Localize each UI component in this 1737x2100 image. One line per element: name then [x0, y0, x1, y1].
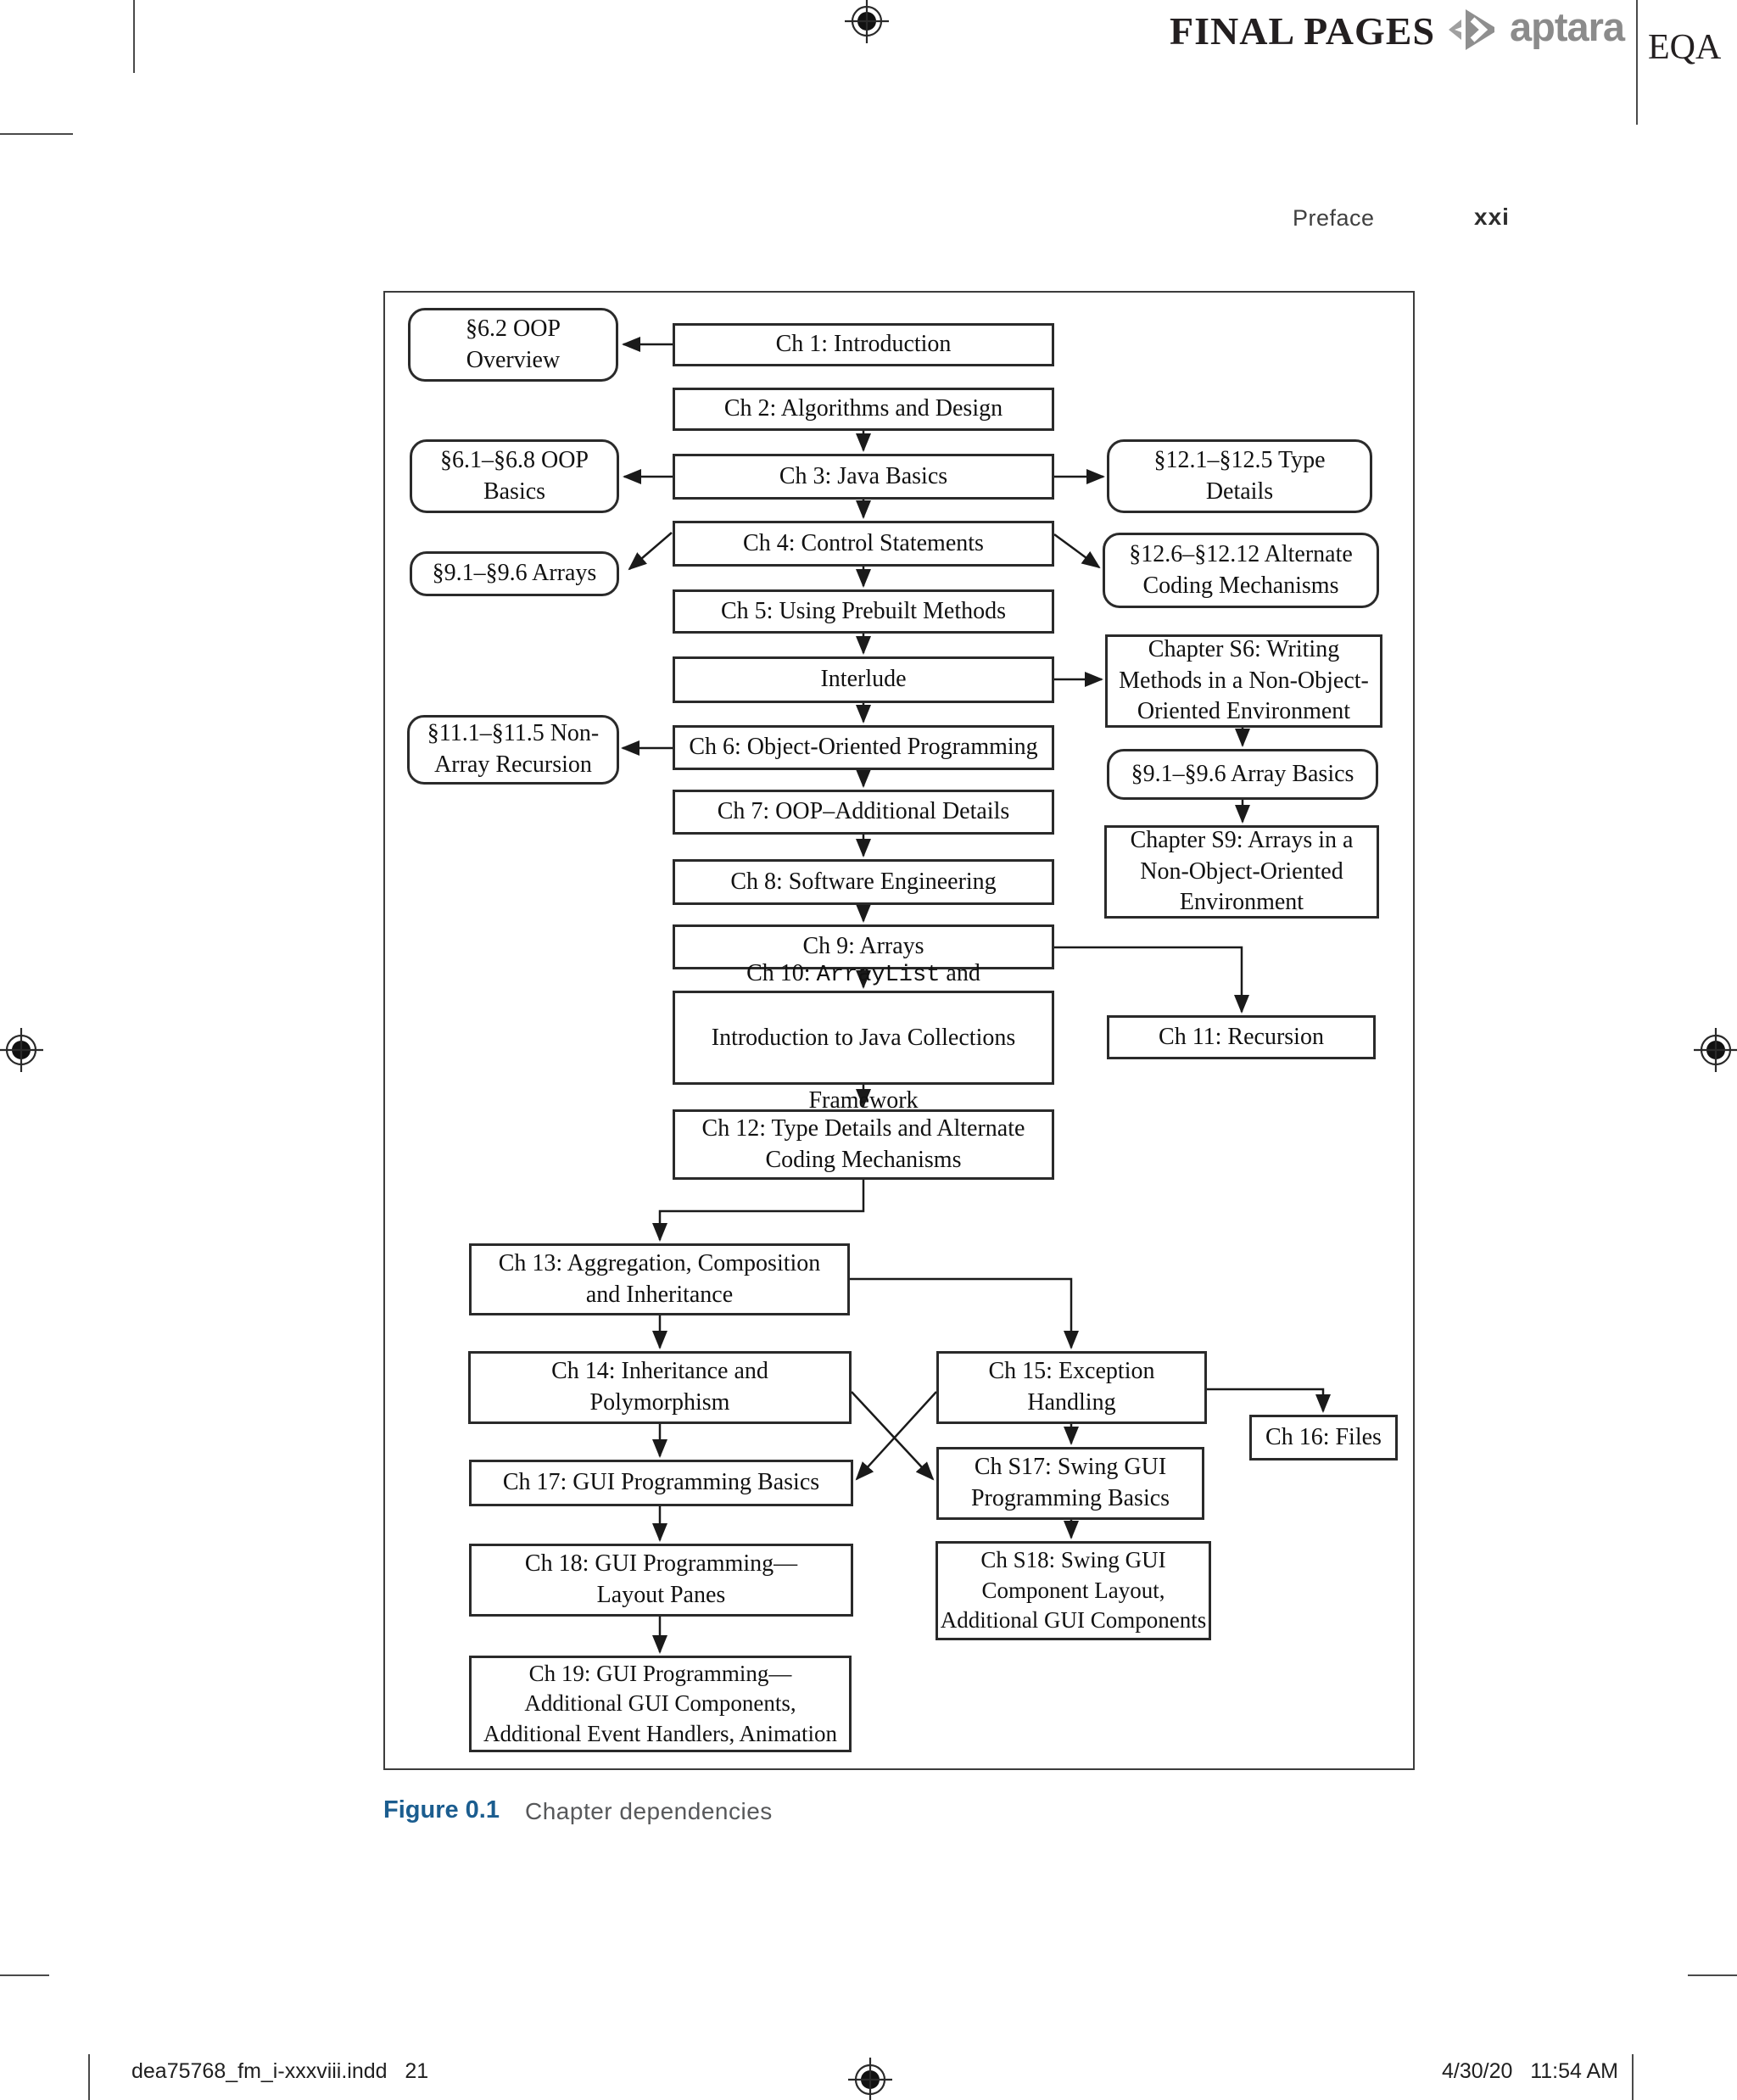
ch10-suffix: and: [940, 960, 980, 987]
box-label: Ch 15: Exception Handling: [988, 1358, 1155, 1416]
box-label: Interlude: [820, 666, 907, 693]
diagram-box-ch16: Ch 16: Files: [1249, 1415, 1398, 1461]
ch10-line2: Introduction to Java Collections: [711, 1024, 1016, 1051]
box-label: Ch 2: Algorithms and Design: [723, 395, 1003, 422]
diagram-box-s91-96-array-basics: §9.1–§9.6 Array Basics: [1107, 749, 1378, 800]
diagram-box-ch2: Ch 2: Algorithms and Design: [673, 388, 1054, 431]
box-label: Ch 17: GUI Programming Basics: [502, 1469, 820, 1496]
box-label: Ch 3: Java Basics: [779, 462, 948, 489]
diagram-box-ch17: Ch 17: GUI Programming Basics: [469, 1460, 853, 1506]
diagram-box-ch4: Ch 4: Control Statements: [673, 521, 1054, 567]
diagram-box-ch19: Ch 19: GUI Programming— Additional GUI C…: [469, 1656, 852, 1752]
running-head-section: Preface: [1293, 205, 1375, 231]
diagram-box-s62-oop-overview: §6.2 OOP Overview: [408, 308, 618, 382]
diagram-box-ch1: Ch 1: Introduction: [673, 323, 1054, 366]
diagram-box-ch15: Ch 15: Exception Handling: [936, 1351, 1207, 1424]
box-label: §9.1–§9.6 Arrays: [432, 560, 597, 587]
box-label: Ch S17: Swing GUI Programming Basics: [970, 1454, 1170, 1511]
box-label: Ch 19: GUI Programming— Additional GUI C…: [483, 1660, 837, 1746]
eqa-label: EQA: [1648, 28, 1722, 67]
diagram-box-ch5: Ch 5: Using Prebuilt Methods: [673, 589, 1054, 634]
footer-filename: dea75768_fm_i-xxxviii.indd 21: [131, 2059, 429, 2083]
box-label: Ch 7: OOP–Additional Details: [717, 798, 1010, 825]
box-label: Ch 6: Object-Oriented Programming: [689, 734, 1038, 761]
diagram-box-ch14: Ch 14: Inheritance and Polymorphism: [468, 1351, 852, 1424]
box-label: Ch 10: ArrayList and Introduction to Jav…: [712, 958, 1016, 1116]
box-label: Chapter S6: Writing Methods in a Non-Obj…: [1119, 635, 1369, 725]
box-label: Ch 4: Control Statements: [743, 529, 984, 556]
diagram-box-chapter-s9: Chapter S9: Arrays in a Non-Object-Orien…: [1104, 825, 1379, 919]
aptara-logo-text: aptara: [1510, 4, 1625, 49]
box-label: §12.6–§12.12 Alternate Coding Mechanisms: [1129, 540, 1353, 599]
box-label: Ch 5: Using Prebuilt Methods: [720, 597, 1006, 624]
ch10-prefix: Ch 10:: [746, 960, 817, 987]
box-label: §12.1–§12.5 Type Details: [1153, 446, 1326, 505]
diagram-box-s121-125-type-details: §12.1–§12.5 Type Details: [1107, 439, 1372, 513]
diagram-box-ch8: Ch 8: Software Engineering: [673, 859, 1054, 905]
box-label: Ch 14: Inheritance and Polymorphism: [551, 1358, 768, 1416]
figure-label: Figure 0.1: [383, 1796, 500, 1824]
diagram-box-ch6: Ch 6: Object-Oriented Programming: [673, 725, 1054, 770]
diagram-box-ch18: Ch 18: GUI Programming— Layout Panes: [469, 1544, 853, 1617]
box-label: Ch 18: GUI Programming— Layout Panes: [524, 1550, 798, 1608]
diagram-box-ch7: Ch 7: OOP–Additional Details: [673, 790, 1054, 835]
aptara-logo-icon: [1449, 9, 1494, 50]
box-label: Ch 11: Recursion: [1159, 1023, 1324, 1050]
box-label: Ch 16: Files: [1265, 1423, 1382, 1450]
diagram-box-ch11: Ch 11: Recursion: [1107, 1015, 1376, 1059]
footer-timestamp: 4/30/20 11:54 AM: [1441, 2059, 1618, 2083]
diagram-box-ch9: Ch 9: Arrays: [673, 924, 1054, 969]
figure-caption: Chapter dependencies: [525, 1798, 773, 1824]
diagram-box-ch12: Ch 12: Type Details and Alternate Coding…: [673, 1109, 1054, 1180]
box-label: §9.1–§9.6 Array Basics: [1131, 760, 1354, 787]
box-label: Ch 1: Introduction: [775, 331, 952, 358]
box-label: Chapter S9: Arrays in a Non-Object-Orien…: [1130, 826, 1354, 916]
diagram-box-ch-s18: Ch S18: Swing GUI Component Layout, Addi…: [936, 1541, 1211, 1640]
diagram-box-s126-1212-alternate-coding: §12.6–§12.12 Alternate Coding Mechanisms: [1103, 533, 1379, 608]
diagram-box-ch-s17: Ch S17: Swing GUI Programming Basics: [936, 1447, 1204, 1520]
box-label: Ch 13: Aggregation, Composition and Inhe…: [498, 1249, 821, 1308]
ch10-code-text: ArrayList: [816, 963, 941, 989]
final-pages-stamp: FINAL PAGES: [1170, 9, 1436, 53]
box-label: §6.1–§6.8 OOP Basics: [439, 446, 589, 505]
diagram-box-ch3: Ch 3: Java Basics: [673, 454, 1054, 500]
box-label: §11.1–§11.5 Non- Array Recursion: [427, 720, 600, 778]
diagram-box-s61-68-oop-basics: §6.1–§6.8 OOP Basics: [410, 439, 619, 513]
diagram-box-s91-96-arrays: §9.1–§9.6 Arrays: [410, 551, 619, 596]
diagram-box-interlude: Interlude: [673, 656, 1054, 703]
diagram-box-s111-115-non-array-recursion: §11.1–§11.5 Non- Array Recursion: [407, 715, 619, 785]
box-label: Ch 8: Software Engineering: [730, 868, 997, 895]
running-head-page-number: xxi: [1474, 204, 1510, 230]
box-label: Ch 12: Type Details and Alternate Coding…: [701, 1114, 1025, 1173]
box-label: Ch S18: Swing GUI Component Layout, Addi…: [940, 1547, 1207, 1634]
diagram-box-chapter-s6: Chapter S6: Writing Methods in a Non-Obj…: [1105, 634, 1382, 728]
diagram-box-ch13: Ch 13: Aggregation, Composition and Inhe…: [469, 1243, 850, 1315]
box-label: §6.2 OOP Overview: [465, 315, 561, 373]
box-label: Ch 9: Arrays: [802, 933, 924, 960]
diagram-box-ch10: Ch 10: ArrayList and Introduction to Jav…: [673, 960, 1054, 1114]
